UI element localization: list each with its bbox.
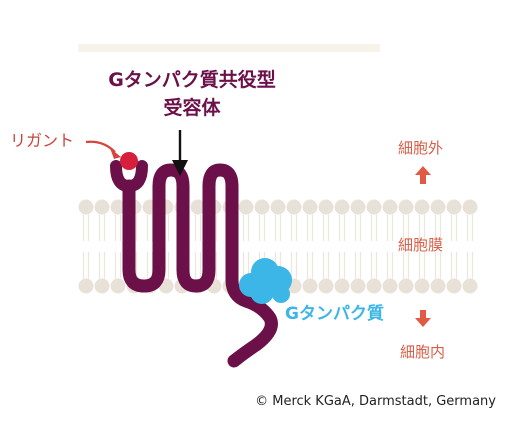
ligand-arrow: [85, 140, 116, 153]
lipid-head: [302, 199, 318, 215]
extracellular-label: 細胞外: [398, 139, 444, 157]
lipid-head: [334, 199, 350, 215]
g-protein-label: Gタンパク質: [285, 304, 384, 324]
lipid-head: [414, 278, 430, 294]
copyright-notice: © Merck KGaA, Darmstadt, Germany: [255, 394, 496, 409]
lipid-head: [430, 278, 446, 294]
lipid-head: [462, 199, 478, 215]
lipid-head: [350, 199, 366, 215]
ligand-sphere: [120, 152, 138, 170]
lipid-head: [318, 199, 334, 215]
lipid-head: [366, 278, 382, 294]
lipid-head: [382, 278, 398, 294]
lipid-head: [78, 199, 94, 215]
lipid-head: [350, 278, 366, 294]
lipid-head: [94, 278, 110, 294]
lipid-head: [462, 278, 478, 294]
lipid-head: [318, 278, 334, 294]
intracellular-label: 細胞内: [400, 343, 446, 361]
lipid-head: [270, 199, 286, 215]
binding-pocket: [110, 160, 148, 193]
g-protein: [239, 258, 292, 304]
lipid-head: [446, 278, 462, 294]
up-arrow-icon: [415, 166, 431, 184]
gpcr-receptor: [122, 163, 278, 368]
lipid-head: [78, 278, 94, 294]
lipid-head: [110, 199, 126, 215]
lipid-head: [238, 199, 254, 215]
lipid-head: [414, 199, 430, 215]
down-arrow-icon: [415, 310, 431, 327]
lipid-head: [382, 199, 398, 215]
top-band: [78, 44, 380, 52]
lipid-head: [398, 199, 414, 215]
lipid-head: [302, 278, 318, 294]
title-line-2: 受容体: [163, 97, 221, 119]
lipid-head: [286, 199, 302, 215]
lipid-head: [430, 199, 446, 215]
title-line-1: Gタンパク質共役型: [108, 69, 276, 91]
membrane-label: 細胞膜: [398, 236, 444, 254]
lipid-head: [254, 199, 270, 215]
lipid-head: [190, 199, 206, 215]
ligand-label: リガント: [10, 131, 75, 150]
lipid-head: [366, 199, 382, 215]
lipid-head: [398, 278, 414, 294]
lipid-head: [110, 278, 126, 294]
lipid-head: [334, 278, 350, 294]
receptor-arrowhead: [172, 160, 188, 176]
lipid-head: [94, 199, 110, 215]
ligand-arrowhead: [110, 148, 121, 159]
lipid-head: [446, 199, 462, 215]
